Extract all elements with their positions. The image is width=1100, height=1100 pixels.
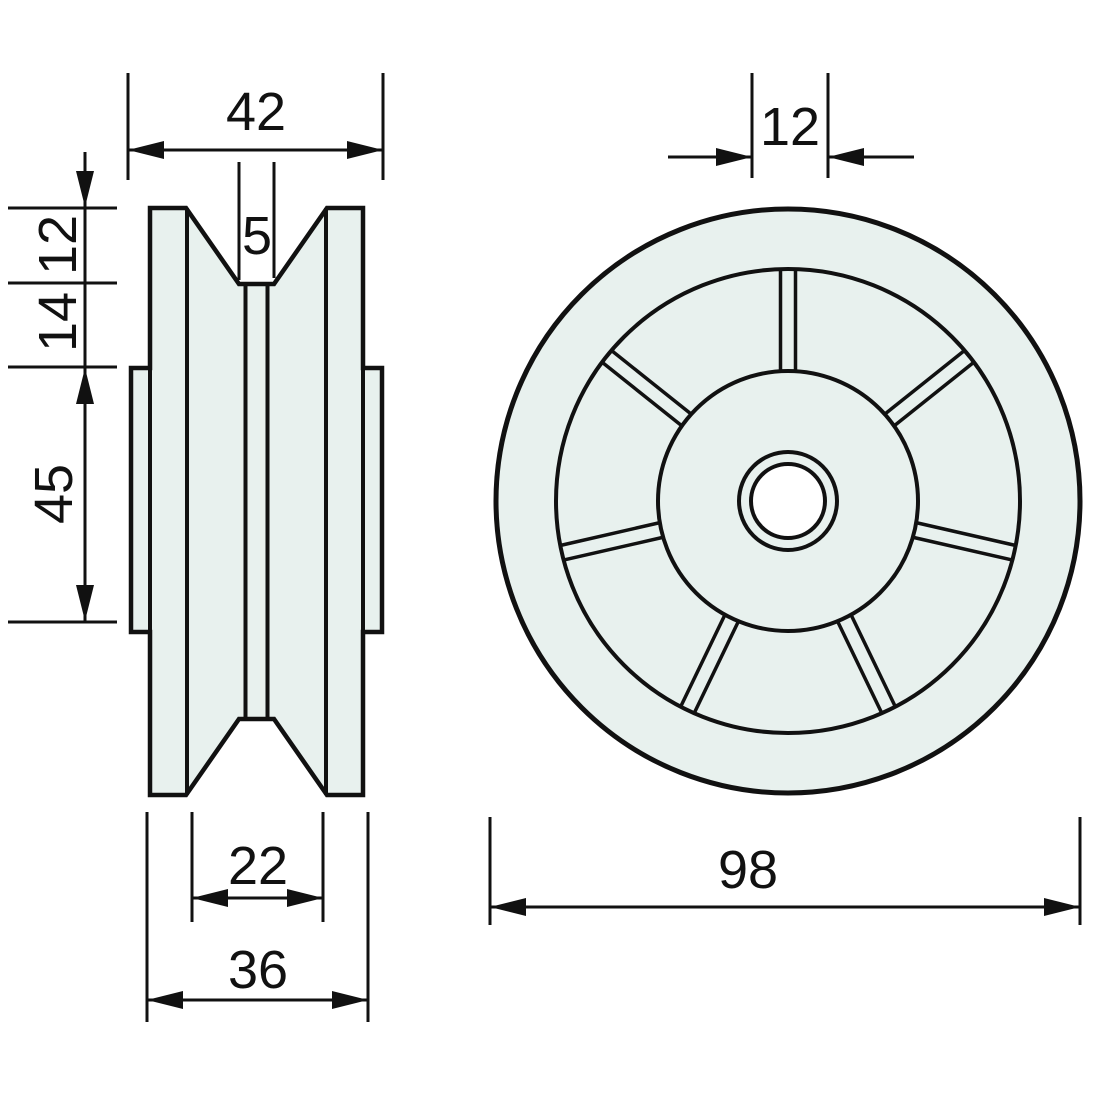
- arrowhead-left: [128, 141, 164, 159]
- dim-groove-depth-label: 12: [28, 215, 88, 275]
- dim-flange-width-label: 36: [228, 940, 288, 1000]
- arrowhead-down: [76, 171, 94, 207]
- arrowhead-down: [76, 585, 94, 621]
- arrowhead-left: [828, 148, 864, 166]
- dim-bore-diameter: 12: [668, 73, 914, 178]
- bore-hole-circle: [749, 462, 827, 540]
- hub-boss-circle: [737, 450, 839, 552]
- dim-outer-diameter-label: 98: [718, 840, 778, 900]
- dim-left-chain: 12 14 45: [8, 152, 117, 624]
- dim-inner-width-label: 22: [228, 836, 288, 896]
- spokes: [559, 269, 1017, 715]
- arrowhead-right: [287, 889, 323, 907]
- arrowhead-right: [347, 141, 383, 159]
- arrowhead-left: [192, 889, 228, 907]
- dim-flange-width: 36: [145, 812, 370, 1022]
- spoke: [600, 349, 694, 429]
- rim-inner-circle: [554, 267, 1022, 735]
- dim-overall-width-label: 42: [226, 82, 286, 142]
- spoke: [835, 612, 897, 715]
- spoke: [882, 349, 976, 429]
- spoke: [679, 612, 741, 715]
- arrowhead-left: [490, 898, 526, 916]
- pulley-profile-silhouette: [128, 205, 385, 798]
- dim-outer-diameter: 98: [488, 817, 1082, 925]
- dimensions: 42 5 12 14 45 22: [8, 73, 1082, 1022]
- dim-inner-width: 22: [190, 812, 325, 922]
- dim-bore-diameter-label: 12: [760, 97, 820, 157]
- arrowhead-up: [76, 368, 94, 404]
- arrowhead-left: [147, 991, 183, 1009]
- dim-groove-bottom-width: 5: [237, 162, 276, 280]
- dim-hub-diameter-label: 45: [24, 464, 84, 524]
- spoke: [559, 520, 666, 562]
- spoke: [910, 520, 1017, 562]
- spoke: [778, 269, 798, 373]
- arrowhead-right: [716, 148, 752, 166]
- dim-groove-bottom-width-label: 5: [242, 206, 272, 266]
- dim-overall-width: 42: [126, 73, 385, 180]
- dim-rim-to-hub-label: 14: [28, 292, 88, 352]
- side-view: [128, 205, 385, 798]
- front-view: [493, 206, 1083, 796]
- arrowhead-right: [332, 991, 368, 1009]
- arrowhead-right: [1044, 898, 1080, 916]
